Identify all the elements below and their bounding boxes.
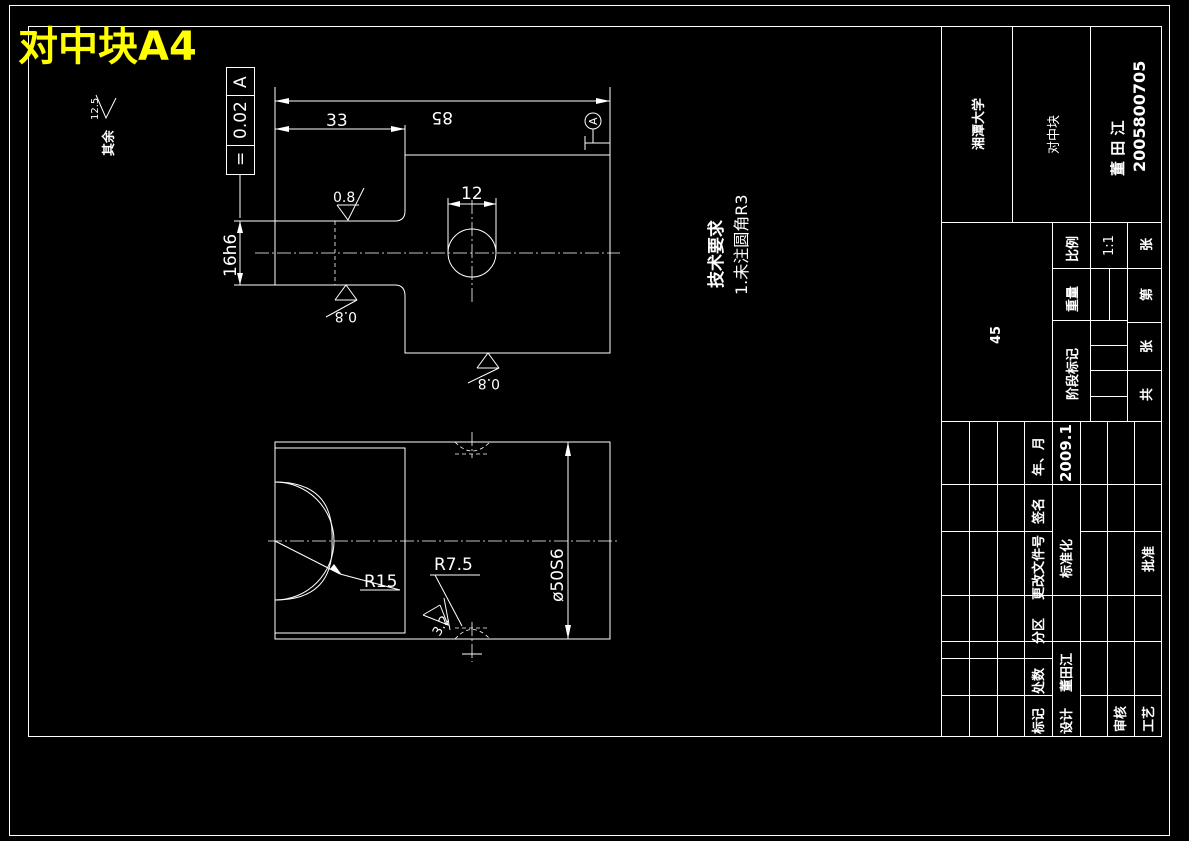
dim-dia50: ø50S6 bbox=[548, 548, 568, 602]
tb-sheet-of-label: 第 bbox=[1139, 288, 1155, 301]
tb-date-value: 2009.1 bbox=[1057, 424, 1075, 482]
other-roughness-value: 12.5 bbox=[90, 98, 101, 120]
tb-total-label: 共 bbox=[1139, 388, 1155, 401]
tech-requirements: 技术要求 1.未注圆角R3 bbox=[706, 194, 751, 295]
outer-frame bbox=[9, 5, 1170, 836]
tb-signature-label: 签名 bbox=[1031, 498, 1047, 525]
tb-mark-label: 标记 bbox=[1031, 708, 1047, 735]
title-block: 湘潭大学 对中块 董 田 江 2005800705 45 比例 重量 阶段标记 … bbox=[941, 26, 1161, 736]
dim-16h6: 16h6 bbox=[221, 234, 241, 277]
tb-change-doc-label: 更改文件号 bbox=[1031, 535, 1047, 600]
dim-r75: R7.5 bbox=[434, 555, 473, 575]
tb-design-label: 设计 bbox=[1059, 708, 1075, 734]
tolerance-symbol: = bbox=[231, 152, 251, 166]
tb-student-id: 2005800705 bbox=[1130, 61, 1149, 172]
tb-stage-label: 阶段标记 bbox=[1065, 348, 1081, 400]
tb-year-month-label: 年、月 bbox=[1031, 437, 1047, 476]
tb-sheet-label: 张 bbox=[1140, 237, 1155, 251]
tech-item-1: 1.未注圆角R3 bbox=[732, 194, 751, 295]
other-roughness-symbol bbox=[95, 94, 117, 120]
inner-frame bbox=[28, 26, 1162, 737]
tb-weight-label: 重量 bbox=[1065, 286, 1081, 312]
front-view: R15 R7.5 3.2 ø50S6 bbox=[268, 432, 620, 662]
tb-standardize-label: 标准化 bbox=[1059, 539, 1075, 579]
roughness-08-a: 0.8 bbox=[333, 190, 355, 206]
datum-label: A bbox=[587, 117, 600, 125]
tb-process-label: 工艺 bbox=[1141, 706, 1157, 732]
tb-count-label: 处数 bbox=[1031, 667, 1047, 695]
tolerance-frame: 0.02 A = bbox=[226, 67, 255, 218]
tb-total-sheet-label: 张 bbox=[1140, 339, 1155, 353]
tb-school: 湘潭大学 bbox=[971, 98, 987, 150]
roughness-32: 3.2 bbox=[430, 614, 453, 639]
tech-heading: 技术要求 bbox=[706, 220, 727, 288]
drawing-title: 对中块A4 bbox=[18, 24, 197, 70]
dim-12: 12 bbox=[461, 184, 483, 204]
dim-33: 33 bbox=[326, 111, 348, 131]
dim-r15: R15 bbox=[364, 572, 397, 592]
tb-zone-label: 分区 bbox=[1031, 618, 1047, 644]
roughness-08-b: 0.8 bbox=[335, 308, 357, 324]
tb-approve-label: 批准 bbox=[1141, 546, 1157, 572]
tb-scale-label: 比例 bbox=[1065, 236, 1081, 262]
roughness-08-c: 0.8 bbox=[478, 375, 500, 391]
other-roughness-note: 其余 12.5 bbox=[90, 98, 117, 156]
top-view: 85 33 12 16h6 A 0.8 bbox=[221, 87, 620, 391]
tb-designer-name: 董 田 江 bbox=[1109, 121, 1127, 176]
tb-review-label: 审核 bbox=[1113, 706, 1129, 732]
tb-designer-short: 董田江 bbox=[1059, 653, 1075, 692]
tb-material: 45 bbox=[989, 326, 1004, 344]
tolerance-datum: A bbox=[231, 76, 251, 88]
tb-scale-value: 1:1 bbox=[1102, 235, 1117, 256]
tb-part-name: 对中块 bbox=[1047, 115, 1062, 154]
dim-85: 85 bbox=[431, 107, 453, 127]
other-roughness-label: 其余 bbox=[101, 129, 117, 156]
tolerance-value: 0.02 bbox=[231, 101, 251, 139]
